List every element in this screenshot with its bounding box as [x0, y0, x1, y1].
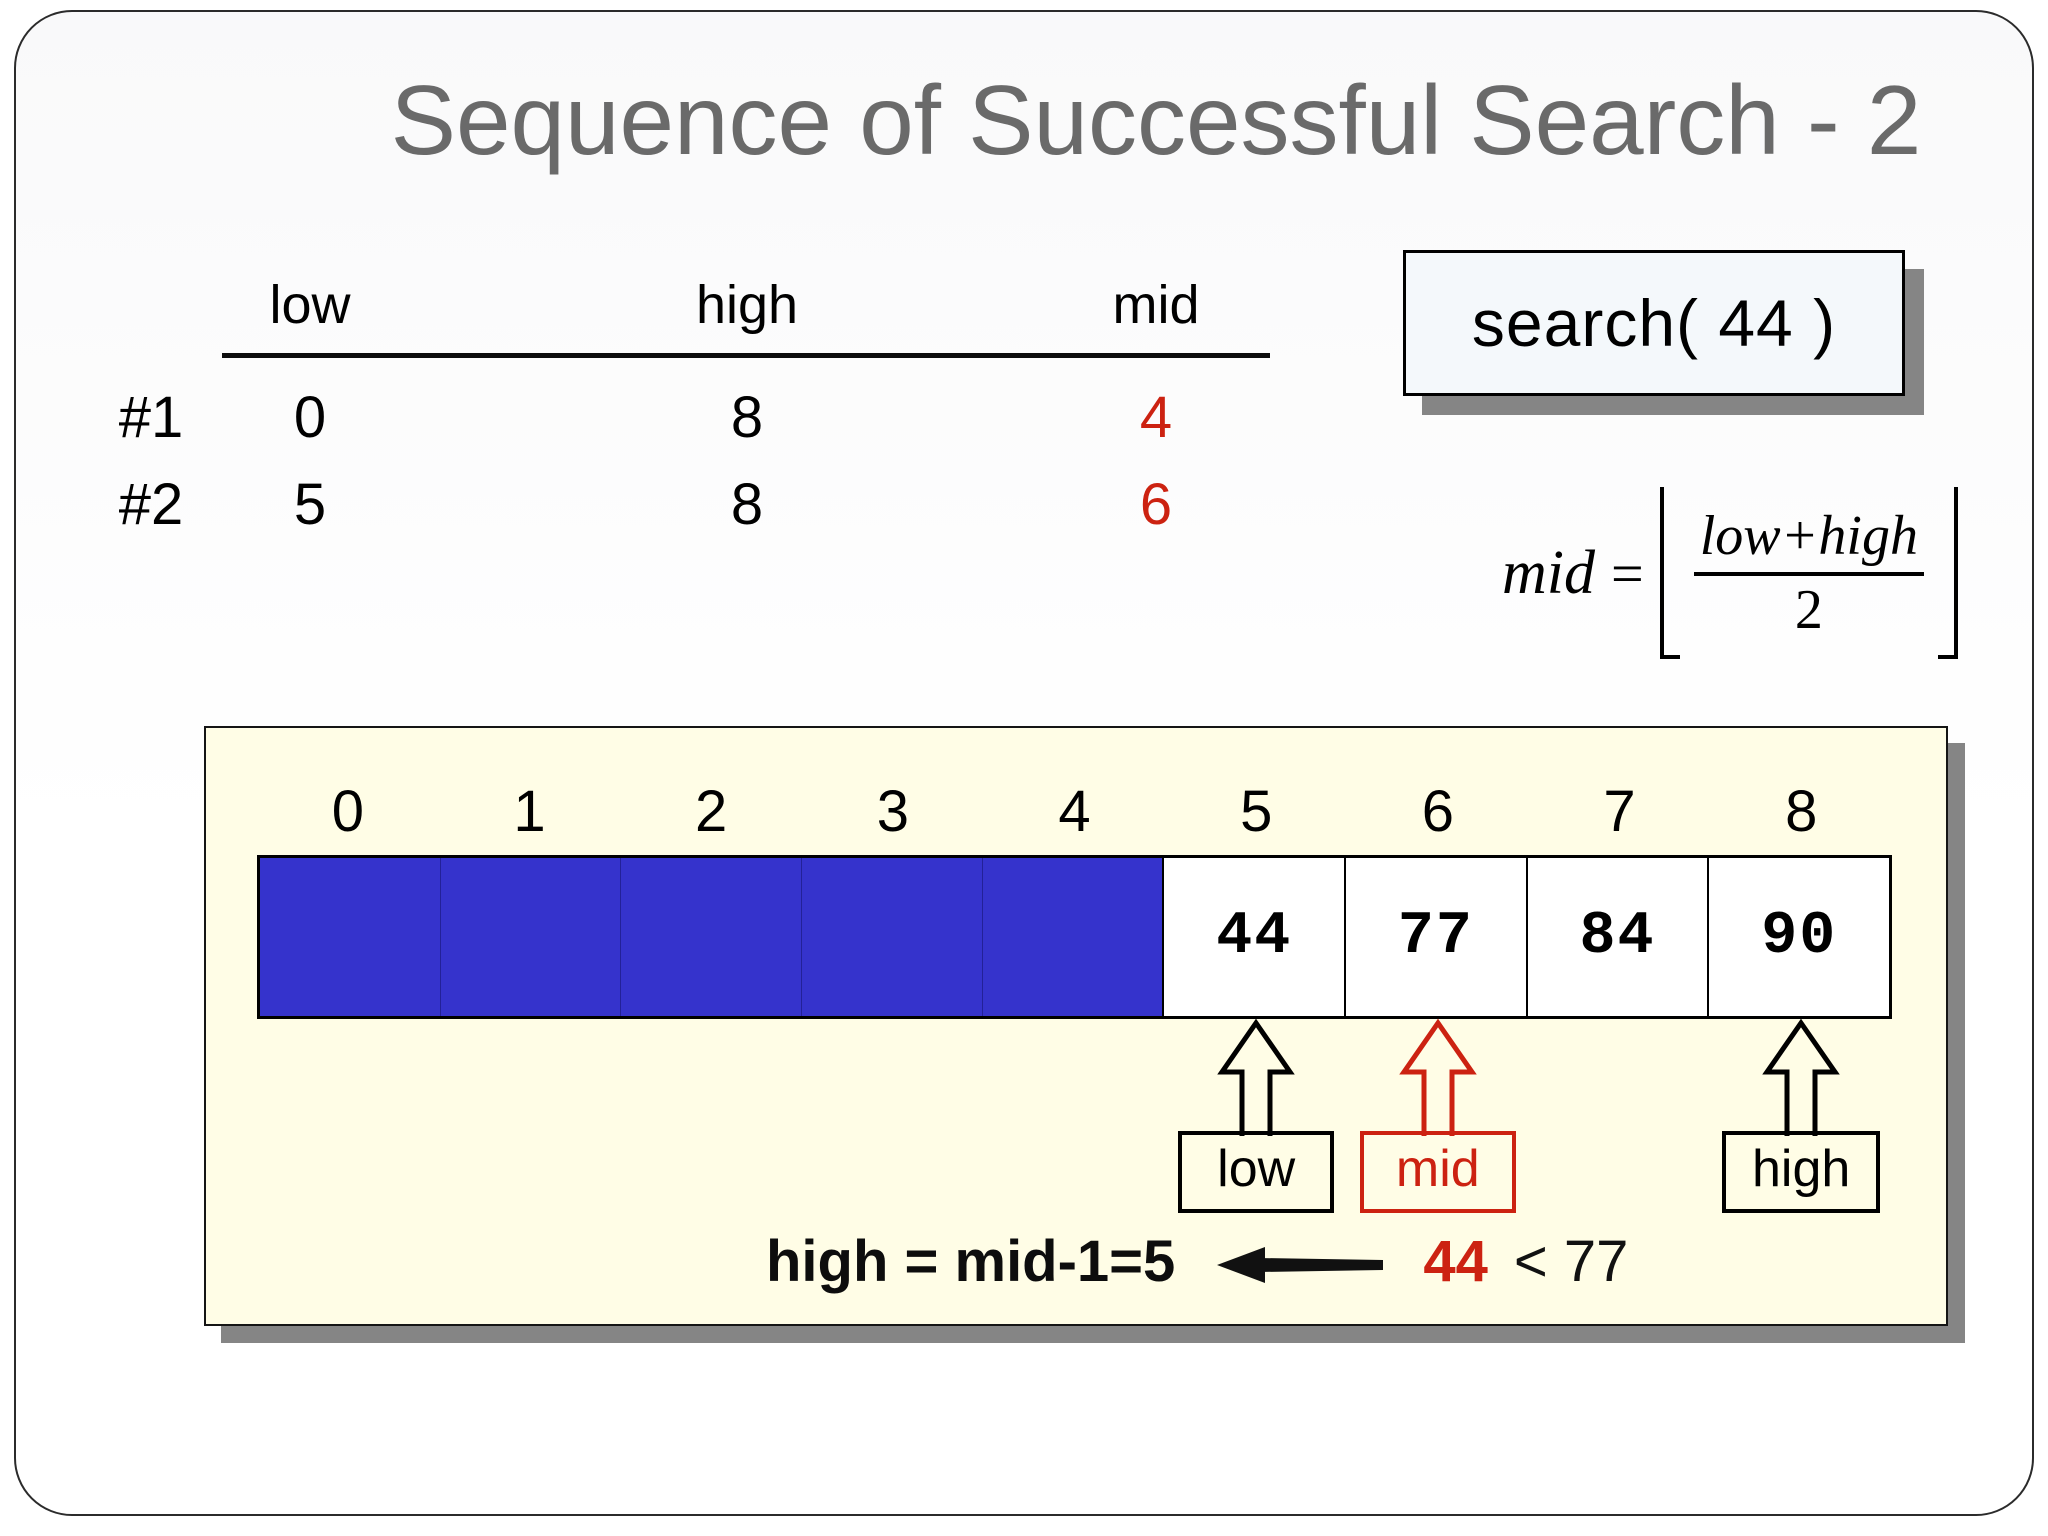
array-index-6: 6 — [1421, 779, 1454, 844]
pointer-mid: mid — [1328, 1018, 1548, 1213]
pointer-low: low — [1146, 1018, 1366, 1213]
annotation-comparison: < 77 — [1513, 1229, 1629, 1294]
formula-denominator: 2 — [1794, 579, 1823, 641]
column-header-high: high — [695, 275, 799, 335]
array-index-0: 0 — [331, 779, 364, 844]
up-arrow-icon — [1762, 1018, 1840, 1136]
array-cell-8: 90 — [1707, 858, 1890, 1016]
array-cell-hidden-3 — [801, 858, 982, 1016]
mid-formula: mid = low+high 2 — [1502, 480, 1958, 666]
slide-frame: Sequence of Successful Search - 2 low hi… — [14, 10, 2034, 1516]
trace-cell-high-row1: 8 — [730, 385, 764, 450]
array-index-5: 5 — [1240, 779, 1273, 844]
array-index-1: 1 — [513, 779, 546, 844]
formula-fraction: low+high 2 — [1680, 504, 1938, 642]
floor-bracket-right-icon — [1937, 487, 1958, 659]
fraction-bar — [1693, 572, 1924, 576]
array-index-3: 3 — [876, 779, 909, 844]
pointer-label-mid: mid — [1359, 1131, 1516, 1213]
pointer-high: high — [1691, 1018, 1911, 1213]
trace-cell-low-row2: 5 — [293, 472, 327, 537]
search-call-box: search( 44 ) — [1403, 250, 1905, 396]
array-cell-hidden-2 — [620, 858, 802, 1016]
array-index-8: 8 — [1785, 779, 1818, 844]
array-index-7: 7 — [1603, 779, 1636, 844]
up-arrow-icon — [1399, 1018, 1477, 1136]
trace-cell-mid-row2: 6 — [1139, 472, 1173, 537]
formula-lhs: mid — [1502, 538, 1595, 607]
formula-equals: = — [1611, 540, 1644, 606]
trace-cell-high-row2: 8 — [730, 472, 764, 537]
trace-cell-label-row2: #2 — [118, 472, 184, 537]
array-index-2: 2 — [695, 779, 728, 844]
array-cell-5: 44 — [1162, 858, 1345, 1016]
array-cell-hidden-0 — [260, 858, 440, 1016]
annotation-assignment: high = mid-1=5 — [766, 1229, 1176, 1294]
column-header-mid: mid — [1112, 275, 1200, 335]
array-cell-7: 84 — [1525, 858, 1708, 1016]
array-index-row: 0 1 2 3 4 5 6 7 8 — [257, 778, 1892, 845]
array-cell-hidden-1 — [439, 858, 621, 1016]
annotation-search-value: 44 — [1423, 1229, 1488, 1294]
array-cell-hidden-4 — [981, 858, 1163, 1016]
floor-bracket-left-icon — [1659, 487, 1680, 659]
trace-cell-label-row1: #1 — [118, 385, 184, 450]
page-title: Sequence of Successful Search - 2 — [390, 65, 1922, 175]
table-header-rule — [222, 353, 1270, 358]
trace-cell-mid-row1: 4 — [1139, 385, 1173, 450]
up-arrow-icon — [1217, 1018, 1295, 1136]
array-index-4: 4 — [1058, 779, 1091, 844]
array-cell-6: 77 — [1344, 858, 1526, 1016]
pointer-label-low: low — [1178, 1131, 1335, 1213]
column-header-low: low — [269, 275, 351, 335]
formula-numerator: low+high — [1699, 505, 1918, 567]
left-arrow-icon — [1217, 1246, 1384, 1283]
search-call-label: search( 44 ) — [1471, 286, 1837, 360]
trace-cell-low-row1: 0 — [293, 385, 327, 450]
step-annotation: high = mid-1=5 44 < 77 — [766, 1228, 1628, 1295]
pointer-label-high: high — [1722, 1131, 1881, 1213]
